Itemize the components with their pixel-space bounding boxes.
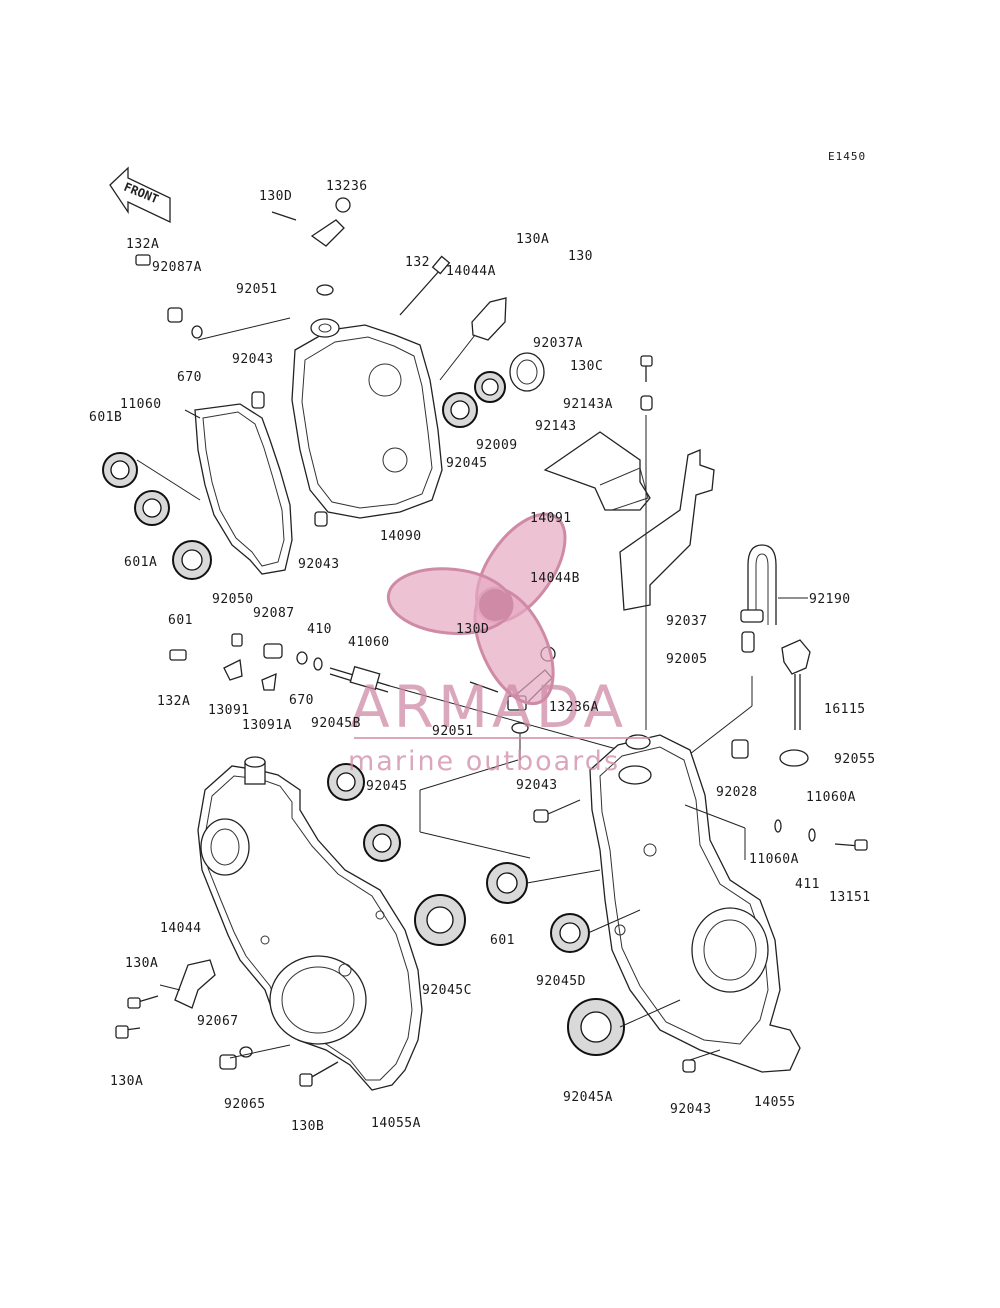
cover-14091 bbox=[543, 431, 651, 511]
part-label: 92043 bbox=[516, 778, 558, 793]
part-label: 92190 bbox=[809, 592, 851, 607]
propeller-logo-icon bbox=[386, 512, 567, 706]
part-label: 13236A bbox=[549, 700, 599, 715]
watermark-tagline: marine outboards bbox=[348, 746, 620, 777]
part-label: 14090 bbox=[380, 529, 422, 544]
part-label: 41060 bbox=[348, 635, 390, 650]
right-guard-assembly bbox=[543, 355, 811, 767]
part-label: 11060A bbox=[749, 852, 799, 867]
part-label: 92005 bbox=[666, 652, 708, 667]
part-label: 92087A bbox=[152, 260, 202, 275]
part-label: 92045D bbox=[536, 974, 586, 989]
watermark: ARMADA marine outboards bbox=[348, 512, 650, 777]
part-label: 92055 bbox=[834, 752, 876, 767]
part-label: 92065 bbox=[224, 1097, 266, 1112]
part-label: 132 bbox=[405, 255, 430, 270]
part-label: 14044 bbox=[160, 921, 202, 936]
part-label: 13091A bbox=[242, 718, 292, 733]
part-label: 601 bbox=[490, 933, 515, 948]
part-label: 92045B bbox=[311, 716, 361, 731]
part-label: 92051 bbox=[236, 282, 278, 297]
part-label: 14091 bbox=[530, 511, 572, 526]
part-label: 11060A bbox=[806, 790, 856, 805]
part-label: 601B bbox=[89, 410, 122, 425]
diagram-code: E1450 bbox=[828, 150, 866, 163]
part-label: 92045 bbox=[366, 779, 408, 794]
bracket-14044B bbox=[619, 449, 715, 611]
part-label: 601A bbox=[124, 555, 157, 570]
watermark-brand: ARMADA bbox=[350, 673, 627, 741]
part-label: 13091 bbox=[208, 703, 250, 718]
part-label: 92028 bbox=[716, 785, 758, 800]
part-label: 670 bbox=[177, 370, 202, 385]
part-label: 92045C bbox=[422, 983, 472, 998]
part-label: 16115 bbox=[824, 702, 866, 717]
part-label: 130D bbox=[456, 622, 489, 637]
part-label: 92050 bbox=[212, 592, 254, 607]
part-label: 130 bbox=[568, 249, 593, 264]
part-label: 130B bbox=[291, 1119, 324, 1134]
part-label: 130C bbox=[570, 359, 603, 374]
part-label: 92043 bbox=[670, 1102, 712, 1117]
part-label: 601 bbox=[168, 613, 193, 628]
part-label: 13236 bbox=[326, 179, 368, 194]
front-arrow-icon: FRONT bbox=[109, 166, 171, 224]
upper-cover-assembly bbox=[102, 197, 545, 580]
cover-14090 bbox=[291, 324, 443, 519]
lower-right-case-14055 bbox=[486, 734, 868, 1073]
part-label: 410 bbox=[307, 622, 332, 637]
part-label: 92043 bbox=[232, 352, 274, 367]
gasket-11060 bbox=[194, 403, 293, 575]
part-label: 92009 bbox=[476, 438, 518, 453]
part-label: 130A bbox=[125, 956, 158, 971]
part-label: 130A bbox=[110, 1074, 143, 1089]
part-label: 14044B bbox=[530, 571, 580, 586]
part-label: 14044A bbox=[446, 264, 496, 279]
part-label: 92143 bbox=[535, 419, 577, 434]
part-label: 92045 bbox=[446, 456, 488, 471]
part-label: 92051 bbox=[432, 724, 474, 739]
part-label: 92045A bbox=[563, 1090, 613, 1105]
lower-left-case-14055A bbox=[115, 756, 466, 1091]
part-label: 92037 bbox=[666, 614, 708, 629]
part-label: 130D bbox=[259, 189, 292, 204]
part-label: 92087 bbox=[253, 606, 295, 621]
part-label: 92067 bbox=[197, 1014, 239, 1029]
part-label: 130A bbox=[516, 232, 549, 247]
part-label: 92037A bbox=[533, 336, 583, 351]
part-label: 132A bbox=[126, 237, 159, 252]
part-label: 411 bbox=[795, 877, 820, 892]
part-label: 92043 bbox=[298, 557, 340, 572]
part-label: 14055A bbox=[371, 1116, 421, 1131]
part-label: 132A bbox=[157, 694, 190, 709]
part-label: 13151 bbox=[829, 890, 871, 905]
part-label: 670 bbox=[289, 693, 314, 708]
part-label: 92143A bbox=[563, 397, 613, 412]
part-label: 14055 bbox=[754, 1095, 796, 1110]
part-labels: 130D13236132A92087A130A1309205113214044A… bbox=[89, 179, 876, 1134]
part-label: 11060 bbox=[120, 397, 162, 412]
